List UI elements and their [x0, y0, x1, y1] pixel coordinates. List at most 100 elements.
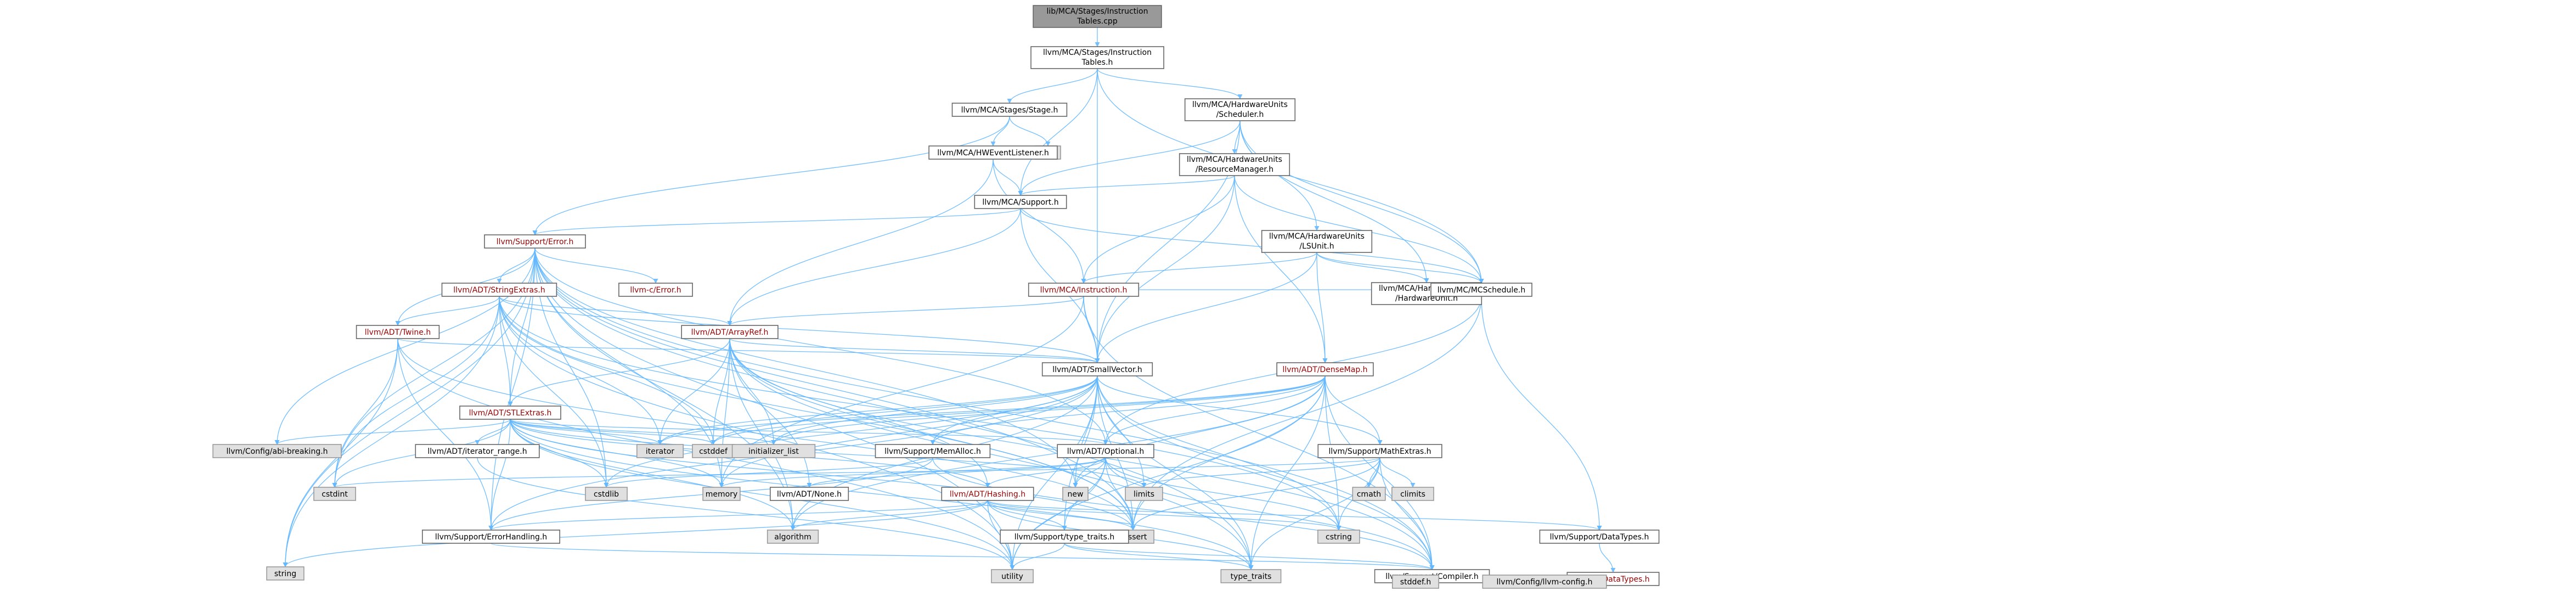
edge-arrayref-to-stlextras — [508, 338, 730, 407]
node-limits: limits — [1125, 487, 1163, 501]
node-hwunit[interactable]: llvm/MCA/HardwareUnits/HardwareUnit.h — [1371, 282, 1483, 305]
node-error[interactable]: llvm/Support/Error.h — [484, 234, 586, 249]
edge-densemap-to-initlist — [771, 375, 1326, 445]
node-label: type_traits — [1231, 572, 1272, 581]
edge-errhandling-to-compiler — [491, 543, 1434, 570]
node-hashing[interactable]: llvm/ADT/Hashing.h — [941, 487, 1034, 501]
edge-error-to-stlextras — [508, 247, 536, 407]
edge-densemap-to-memalloc — [930, 375, 1326, 445]
node-box — [484, 234, 586, 249]
edge-resmgr-to-mcasupport — [1018, 175, 1235, 196]
node-errhandling[interactable]: llvm/Support/ErrorHandling.h — [421, 530, 560, 544]
node-stage[interactable]: llvm/MCA/Stages/Stage.h — [951, 103, 1068, 117]
node-string: string — [266, 566, 305, 581]
node-mcasupport[interactable]: llvm/MCA/Support.h — [974, 195, 1067, 209]
node-label: cstring — [1326, 533, 1352, 542]
node-mcsched[interactable]: llvm/MC/MCSchedule.h — [1430, 283, 1532, 297]
node-densemap[interactable]: llvm/ADT/DenseMap.h — [1276, 362, 1374, 376]
node-typetraits: type_traits — [1220, 569, 1282, 583]
node-label: /ResourceManager.h — [1196, 165, 1273, 174]
node-label: memory — [706, 490, 738, 499]
node-optional[interactable]: llvm/ADT/Optional.h — [1057, 444, 1154, 458]
node-label: llvm/ADT/None.h — [777, 490, 842, 499]
edge-stlextras-to-utility — [510, 419, 1015, 570]
node-box — [1220, 569, 1282, 583]
node-label: llvm/ADT/ArrayRef.h — [691, 328, 769, 337]
node-hwevt[interactable]: llvm/MCA/HWEventListener.h — [928, 145, 1058, 160]
node-stddef: stddef.h — [1392, 575, 1440, 589]
edge-arrayref-to-smallvec — [729, 338, 1100, 363]
node-typetraitsh[interactable]: llvm/Support/type_traits.h — [1000, 530, 1129, 544]
edge-smallvec-to-limits — [1097, 375, 1147, 488]
node-none[interactable]: llvm/ADT/None.h — [770, 487, 849, 501]
edge-mcainst-to-smallvec — [1083, 296, 1100, 363]
node-memalloc[interactable]: llvm/Support/MemAlloc.h — [875, 444, 991, 458]
node-label: iterator — [646, 447, 674, 456]
node-cerror[interactable]: llvm-c/Error.h — [618, 283, 693, 297]
edge-smallvec-to-iterator — [657, 375, 1098, 445]
edge-hashing-to-datatypes — [987, 500, 1602, 531]
edge-lsunit-to-hwunit — [1316, 252, 1429, 283]
edge-mcainst-to-compiler — [1083, 296, 1435, 570]
edge-hashing-to-cstring — [987, 500, 1341, 531]
edge-stage-to-error — [532, 116, 1010, 235]
edge-sched-to-hwunit — [1239, 120, 1429, 283]
node-smallvec[interactable]: llvm/ADT/SmallVector.h — [1041, 362, 1153, 376]
edge-arrayref-to-hashing — [729, 338, 990, 488]
node-box — [1391, 487, 1434, 501]
edge-stage-to-set — [1009, 116, 1051, 147]
edge-strext-to-twine — [395, 296, 500, 326]
node-box — [1261, 230, 1373, 253]
node-box — [356, 325, 440, 339]
node-label: llvm/MCA/HWEventListener.h — [937, 149, 1049, 157]
node-box — [1317, 530, 1360, 544]
node-sched[interactable]: llvm/MCA/HardwareUnits/Scheduler.h — [1184, 98, 1296, 121]
node-box — [1352, 487, 1386, 501]
edge-sched-to-mcsched — [1239, 120, 1484, 284]
edge-mcsched-to-datatypes — [1481, 296, 1602, 531]
node-label: utility — [1001, 572, 1023, 581]
node-box — [1482, 575, 1607, 589]
node-algorithm: algorithm — [766, 530, 819, 544]
edge-optional-to-hashing — [985, 457, 1106, 488]
node-label: climits — [1400, 490, 1425, 499]
node-box — [212, 444, 342, 458]
node-stlextras[interactable]: llvm/ADT/STLExtras.h — [459, 406, 561, 420]
edge-mcasupport-to-error — [532, 208, 1021, 235]
edge-error-to-strext — [497, 247, 536, 284]
node-box — [313, 487, 356, 501]
edge-densemap-to-optional — [1103, 375, 1326, 445]
node-label: cmath — [1357, 490, 1381, 499]
node-resmgr[interactable]: llvm/MCA/HardwareUnits/ResourceManager.h — [1179, 153, 1290, 176]
node-lsunit[interactable]: llvm/MCA/HardwareUnits/LSUnit.h — [1261, 230, 1373, 253]
node-cstring: cstring — [1317, 530, 1360, 544]
edge-strext-to-stlextras — [499, 296, 513, 407]
node-label: limits — [1134, 490, 1154, 499]
node-strext[interactable]: llvm/ADT/StringExtras.h — [441, 283, 557, 297]
node-arrayref[interactable]: llvm/ADT/ArrayRef.h — [681, 325, 779, 339]
edge-itbl-to-mcasupport — [1018, 68, 1098, 196]
node-box — [951, 103, 1068, 117]
node-twine[interactable]: llvm/ADT/Twine.h — [356, 325, 440, 339]
node-datatypes[interactable]: llvm/Support/DataTypes.h — [1539, 530, 1660, 544]
node-iterrange[interactable]: llvm/ADT/iterator_range.h — [415, 444, 540, 458]
edge-resmgr-to-mcainst — [1081, 175, 1235, 284]
edge-smallvec-to-typetraits — [1097, 375, 1254, 570]
node-abibreak: llvm/Config/abi-breaking.h — [212, 444, 342, 458]
node-llvmconfig: llvm/Config/llvm-config.h — [1482, 575, 1607, 589]
node-box — [421, 530, 560, 544]
node-label: Tables.cpp — [1076, 17, 1118, 26]
edge-densemap-to-compiler — [1324, 375, 1435, 570]
node-mathext[interactable]: llvm/Support/MathExtras.h — [1317, 444, 1442, 458]
edge-mathext-to-cstdint — [332, 457, 1380, 488]
node-box — [1184, 98, 1296, 121]
node-label: llvm/MCA/Stages/Instruction — [1043, 48, 1152, 57]
node-box — [1317, 444, 1442, 458]
edge-mcasupport-to-mcsched — [1020, 208, 1484, 284]
node-mcainst[interactable]: llvm/MCA/Instruction.h — [1028, 283, 1140, 297]
edge-error-to-cassert — [534, 247, 1136, 531]
edge-stlextras-to-cassert — [510, 419, 1136, 531]
edge-hwevt-to-mcasupport — [993, 159, 1023, 196]
